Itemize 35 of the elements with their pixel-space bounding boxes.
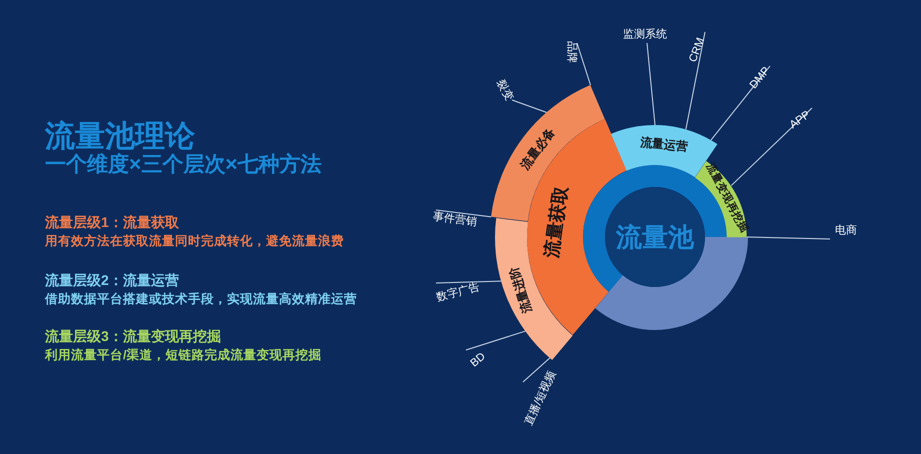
callout-label: 电商: [835, 222, 857, 238]
leader-line: [710, 66, 770, 140]
callout-label: 监测系统: [623, 26, 667, 42]
segment-label: 流量必备: [516, 124, 559, 174]
subtitle: 一个维度×三个层次×七种方法: [45, 152, 322, 178]
level-description: 借助数据平台搭建或技术手段，实现流量高效精准运营: [45, 291, 357, 308]
callout-label: 裂变: [493, 76, 517, 104]
segment-label: 流量运营: [639, 134, 689, 156]
leader-line: [466, 330, 526, 350]
level-heading: 流量层级3：流量变现再挖掘: [45, 328, 221, 346]
callout-label: 品牌: [564, 41, 580, 63]
callout-label: APP: [788, 108, 812, 132]
callout-label: BD: [468, 350, 488, 370]
level-heading: 流量层级1：流量获取: [45, 214, 179, 232]
leader-line: [576, 42, 592, 86]
segment-label: 流量变现再挖掘: [703, 161, 752, 236]
callout-label: CRM: [687, 36, 707, 64]
callout-label: 事件营销: [432, 208, 478, 230]
leader-line: [746, 236, 830, 240]
level-description: 利用流量平台/渠道，短链路完成流量变现再挖掘: [45, 347, 322, 364]
leader-line: [522, 357, 551, 382]
level-description: 用有效方法在获取流量同时完成转化，避免流量浪费: [45, 233, 344, 250]
level-heading: 流量层级2：流量运营: [45, 272, 179, 290]
center-label: 流量池: [616, 220, 694, 254]
leader-line: [646, 42, 656, 126]
leader-line: [436, 280, 502, 284]
title: 流量池理论: [45, 119, 195, 153]
leader-line: [436, 210, 492, 218]
callout-label: 直播/短视频: [520, 368, 560, 428]
leader-line: [512, 100, 548, 113]
segment-label: 流量获取: [540, 184, 572, 260]
leader-line: [685, 32, 706, 130]
leader-line: [730, 108, 812, 186]
callout-label: 数字广告: [434, 279, 482, 305]
segment-label: 流量进阶: [506, 264, 536, 316]
